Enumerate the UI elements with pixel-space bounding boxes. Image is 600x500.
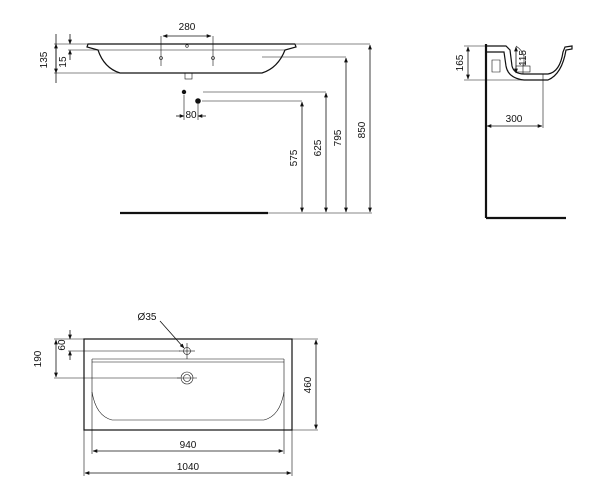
dim-460: 460 <box>303 376 314 393</box>
basin-front-outline <box>86 43 297 74</box>
dim-190: 190 <box>33 350 44 367</box>
dim-tap-hole-diameter: Ø35 <box>138 312 157 323</box>
dim-60: 60 <box>57 339 68 351</box>
dim-940: 940 <box>180 440 197 451</box>
dim-165: 165 <box>455 54 466 71</box>
basin-plan-outline <box>83 338 293 431</box>
dim-575: 575 <box>289 149 300 166</box>
tap-hole-left <box>159 36 163 66</box>
front-view: 280 135 15 80 575 625 795 8 <box>39 22 372 215</box>
dim-280: 280 <box>179 22 196 33</box>
side-view: 165 115 300 <box>455 44 573 220</box>
dim-850: 850 <box>357 121 368 138</box>
plan-view: Ø35 190 60 460 940 1040 <box>33 312 318 476</box>
dim-625: 625 <box>313 139 324 156</box>
basin-plan-bowl <box>91 358 285 421</box>
waste-point-right <box>195 98 201 104</box>
dim-300: 300 <box>506 114 523 125</box>
tap-hole-right <box>211 36 215 66</box>
dim-795: 795 <box>333 129 344 146</box>
basin-side-profile <box>486 45 573 81</box>
dim-1040: 1040 <box>177 462 200 473</box>
dim-135: 135 <box>39 51 50 68</box>
waste-outlet <box>184 72 193 80</box>
waste-point-left <box>181 89 187 95</box>
dim-15: 15 <box>58 56 69 68</box>
dim-115: 115 <box>518 50 529 66</box>
dim-80: 80 <box>185 110 197 121</box>
